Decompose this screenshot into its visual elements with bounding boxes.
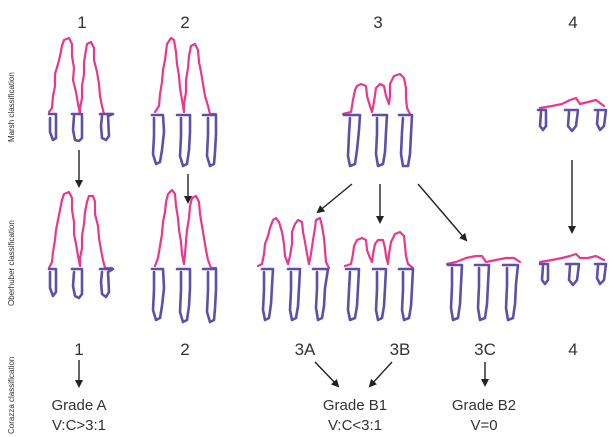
row-title-oberhuber: Oberhuber classification [7,220,16,306]
column-number-4: 4 [568,13,577,32]
corazza-label-2: 2 [180,340,189,359]
column-number-3: 3 [373,13,382,32]
grade-b2-name: Grade B2 [452,397,516,414]
row-title-marsh: Marsh classification [7,72,16,142]
column-number-2: 2 [180,13,189,32]
corazza-label-3b: 3B [390,340,411,359]
arrow-corazza3b-to-grade-b1 [368,361,393,388]
marsh-2-mucosa [150,36,218,168]
marsh-1-mucosa [47,36,115,143]
oberhuber-3b-mucosa [343,230,415,322]
grade-b2-ratio: V=0 [470,417,497,434]
arrow-marsh3-to-oberhuber3a [316,183,353,214]
oberhuber-2-mucosa [150,188,218,324]
column-number-1: 1 [77,13,86,32]
row-title-corazza: Corazza classification [7,357,16,434]
arrow-corazza3a-to-grade-b1 [314,361,340,388]
grade-b1-name: Grade B1 [323,397,387,414]
oberhuber-4-mucosa [538,252,608,287]
grade-b1-ratio: V:C<3:1 [328,417,382,434]
corazza-label-3c: 3C [474,340,496,359]
oberhuber-3a-mucosa [256,216,331,322]
marsh-3-mucosa [341,72,414,168]
oberhuber-1-mucosa [47,190,115,300]
arrow-marsh3-to-oberhuber3c [417,183,468,242]
marsh-4-mucosa [536,96,608,133]
grade-a-ratio: V:C>3:1 [52,417,106,434]
corazza-label-3a: 3A [295,340,316,359]
oberhuber-3c-mucosa [445,254,522,322]
corazza-label-4: 4 [568,340,577,359]
corazza-label-1: 1 [74,340,83,359]
grade-a-name: Grade A [51,397,106,414]
